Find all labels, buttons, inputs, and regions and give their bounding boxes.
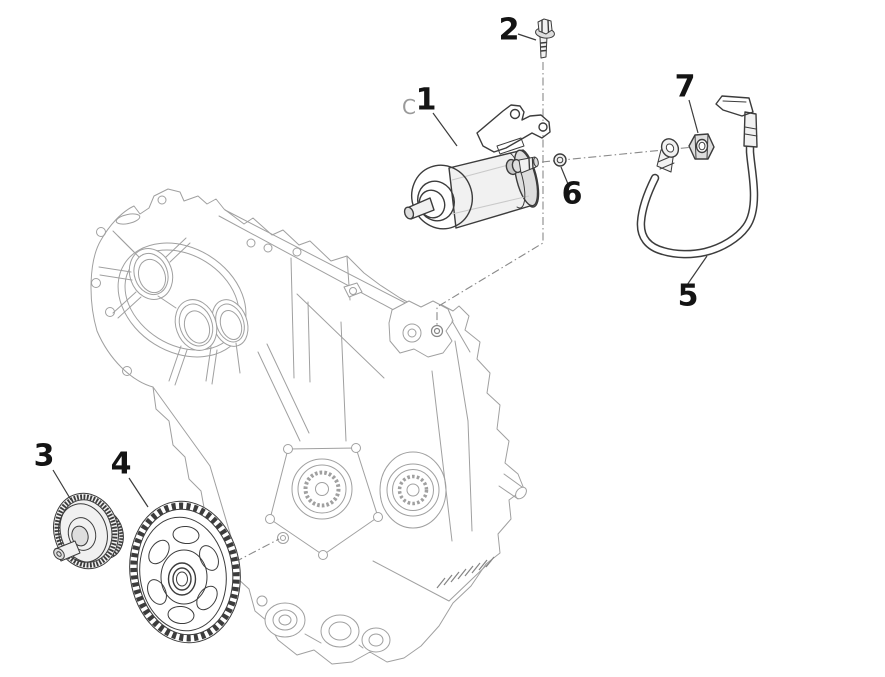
starter-cable-drawing xyxy=(636,95,759,259)
callout-leader-4 xyxy=(128,477,149,508)
callout-leader-1 xyxy=(432,112,458,147)
mounting-bolt-drawing xyxy=(535,18,555,59)
starter-idle-gear-drawing xyxy=(53,492,124,570)
callout-leader-2 xyxy=(517,33,537,41)
driven-gear-drawing xyxy=(129,500,241,644)
starter-motor-drawing xyxy=(403,104,551,230)
callout-leader-5 xyxy=(686,255,708,286)
callout-leader-7 xyxy=(688,99,699,134)
callout-leader-3 xyxy=(52,469,72,501)
terminal-nut-drawing xyxy=(553,153,567,167)
callout-leader-6 xyxy=(560,166,569,185)
engine-crankcase-drawing xyxy=(90,188,527,665)
callout-leader-lines xyxy=(52,33,708,508)
cable-nut-drawing xyxy=(688,133,715,160)
